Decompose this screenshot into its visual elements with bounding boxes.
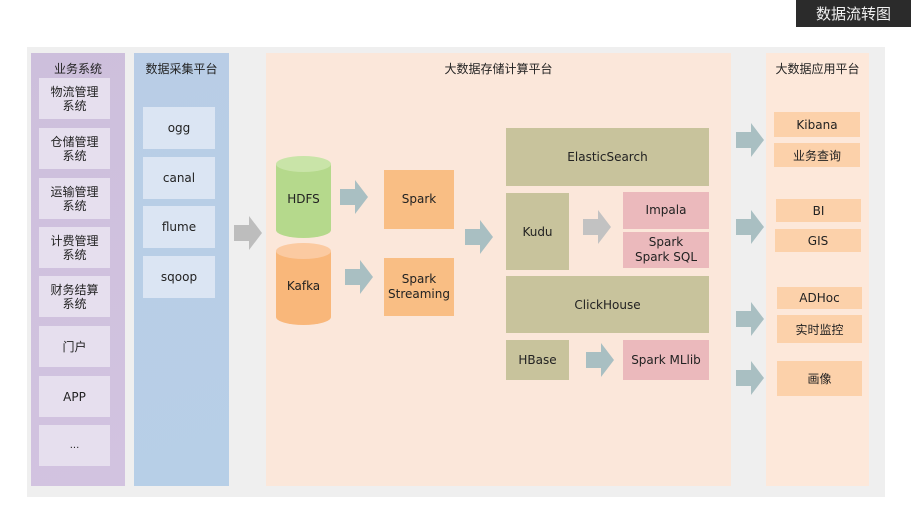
- business-system-item: APP: [39, 376, 110, 417]
- item-line: APP: [63, 389, 86, 404]
- item-line: 仓储管理: [50, 134, 99, 149]
- business-system-item: ...: [39, 425, 110, 466]
- arrow-right-icon: [736, 361, 764, 395]
- item-line: 计费管理: [50, 233, 99, 248]
- arrow-right-icon: [234, 216, 262, 250]
- business-system-item: 财务结算系统: [39, 276, 110, 317]
- impala-box: Impala: [623, 192, 709, 229]
- arrow-right-icon: [345, 260, 373, 294]
- kafka-label: Kafka: [286, 279, 321, 293]
- arrow-right-icon: [586, 343, 614, 377]
- collection-tool-ogg: ogg: [143, 107, 215, 149]
- app-profile: 画像: [777, 361, 862, 396]
- hdfs-label: HDFS: [287, 192, 320, 206]
- item-line: 财务结算: [50, 282, 99, 297]
- clickhouse-box: ClickHouse: [506, 276, 709, 333]
- application-platform-title: 大数据应用平台: [775, 61, 860, 76]
- item-line: 门户: [62, 339, 87, 354]
- arrow-right-icon: [583, 210, 611, 244]
- business-system-item: 物流管理系统: [39, 78, 110, 119]
- item-line: 物流管理: [50, 84, 99, 99]
- app-bi: BI: [776, 199, 861, 222]
- app-adhoc: ADHoc: [777, 287, 862, 309]
- item-line: 系统: [62, 98, 87, 113]
- collection-tool-flume: flume: [143, 206, 215, 248]
- arrow-right-icon: [340, 180, 368, 214]
- collection-tool-canal: canal: [143, 157, 215, 199]
- item-line: 系统: [62, 148, 87, 163]
- kafka-database-icon: [276, 243, 331, 325]
- spark-mllib-box: Spark MLlib: [623, 340, 709, 380]
- box-line: Spark SQL: [634, 250, 698, 264]
- box-line: Streaming: [388, 287, 450, 301]
- arrow-right-icon: [736, 302, 764, 336]
- business-system-item: 运输管理系统: [39, 178, 110, 219]
- app-kibana: Kibana: [774, 112, 860, 137]
- storage-compute-platform-title: 大数据存储计算平台: [444, 61, 553, 76]
- business-system-item: 仓储管理系统: [39, 128, 110, 169]
- storage-compute-platform-column: [266, 53, 731, 486]
- business-system-item: 门户: [39, 326, 110, 367]
- app-business-query: 业务查询: [774, 143, 860, 167]
- item-line: ...: [69, 439, 80, 451]
- collection-tool-sqoop: sqoop: [143, 256, 215, 298]
- business-systems-title: 业务系统: [53, 61, 102, 76]
- item-line: 系统: [62, 296, 87, 311]
- box-line: Spark: [648, 235, 684, 249]
- collection-platform-title: 数据采集平台: [145, 61, 218, 76]
- box-line: Spark: [401, 272, 437, 286]
- app-realtime-monitoring: 实时监控: [777, 315, 862, 343]
- arrow-right-icon: [465, 220, 493, 254]
- arrow-right-icon: [736, 123, 764, 157]
- business-system-item: 计费管理系统: [39, 227, 110, 268]
- arrow-right-icon: [736, 210, 764, 244]
- hdfs-database-icon: [276, 156, 331, 238]
- item-line: 系统: [62, 198, 87, 213]
- diagram-title: 数据流转图: [796, 0, 911, 27]
- spark-box: Spark: [384, 170, 454, 229]
- item-line: 运输管理: [50, 184, 99, 199]
- kudu-box: Kudu: [506, 193, 569, 270]
- hbase-box: HBase: [506, 340, 569, 380]
- app-gis: GIS: [775, 229, 861, 252]
- elasticsearch-box: ElasticSearch: [506, 128, 709, 186]
- item-line: 系统: [62, 247, 87, 262]
